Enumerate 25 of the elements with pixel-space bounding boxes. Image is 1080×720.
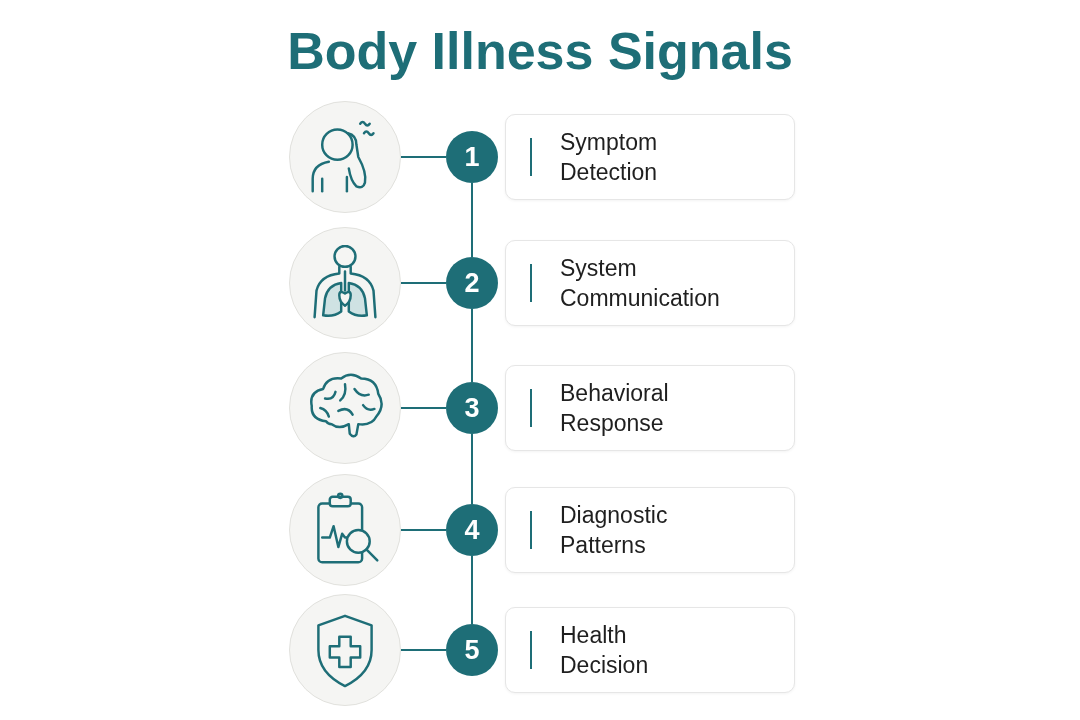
- step-card: [505, 114, 795, 200]
- connector-line: [471, 555, 473, 625]
- step-label: Behavioral Response: [560, 379, 670, 438]
- connector-line: [400, 407, 447, 409]
- step-number: 4: [446, 504, 498, 556]
- step-card: [505, 487, 795, 573]
- step-number: 5: [446, 624, 498, 676]
- connector-line: [471, 433, 473, 505]
- step-card: [505, 607, 795, 693]
- connector-line: [471, 308, 473, 383]
- connector-line: [400, 649, 447, 651]
- step-number: 1: [446, 131, 498, 183]
- step-card: [505, 240, 795, 326]
- connector-line: [400, 282, 447, 284]
- step-number: 3: [446, 382, 498, 434]
- step-label: Symptom Detection: [560, 128, 659, 187]
- connector-line: [471, 182, 473, 258]
- step-card: [505, 365, 795, 451]
- diagram-title: Body Illness Signals: [287, 22, 793, 80]
- step-label: System Communication: [560, 254, 720, 313]
- connector-line: [400, 156, 447, 158]
- step-label: Diagnostic Patterns: [560, 501, 669, 560]
- step-number: 2: [446, 257, 498, 309]
- step-label: Health Decision: [560, 621, 650, 680]
- connector-line: [400, 529, 447, 531]
